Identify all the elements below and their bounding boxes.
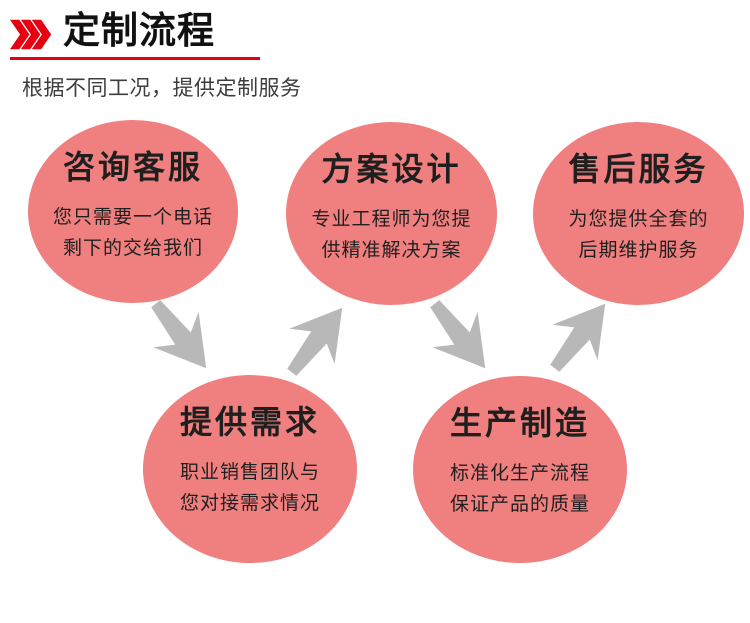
triple-chevron-right-icon [10, 16, 52, 53]
step-description-line2: 保证产品的质量 [449, 494, 590, 515]
step-title: 提供需求 [179, 404, 320, 440]
step-description-line1: 专业工程师为您提 [311, 209, 472, 230]
step-title: 方案设计 [321, 151, 462, 187]
step-description-line1: 标准化生产流程 [449, 463, 590, 484]
step-circle-after-sales-service: 售后服务 为您提供全套的 后期维护服务 [533, 122, 744, 305]
step-title: 生产制造 [449, 405, 590, 441]
step-description-line1: 为您提供全套的 [568, 209, 709, 230]
step-description: 为您提供全套的 后期维护服务 [533, 204, 744, 266]
page-subtitle: 根据不同工况，提供定制服务 [22, 77, 302, 100]
step-title: 售后服务 [568, 151, 709, 187]
step-description-line2: 您对接需求情况 [179, 493, 320, 514]
step-description: 标准化生产流程 保证产品的质量 [413, 458, 627, 520]
arrow-down-right-icon [130, 283, 232, 388]
arrow-up-right-icon [529, 283, 631, 388]
step-description: 职业销售团队与 您对接需求情况 [143, 457, 357, 519]
step-description-line2: 后期维护服务 [578, 240, 699, 261]
step-circle-consult-service: 咨询客服 您只需要一个电话 剩下的交给我们 [28, 120, 238, 303]
step-description-line2: 供精准解决方案 [321, 240, 462, 261]
step-description: 专业工程师为您提 供精准解决方案 [286, 204, 497, 266]
page-title: 定制流程 [63, 10, 215, 51]
step-description-line1: 职业销售团队与 [179, 462, 320, 483]
step-circle-production-manufacturing: 生产制造 标准化生产流程 保证产品的质量 [413, 376, 627, 563]
step-description-line2: 剩下的交给我们 [62, 238, 203, 259]
arrow-down-right-icon [409, 283, 511, 388]
title-underline [10, 57, 260, 60]
step-circle-provide-requirements: 提供需求 职业销售团队与 您对接需求情况 [143, 375, 357, 563]
step-circle-solution-design: 方案设计 专业工程师为您提 供精准解决方案 [286, 122, 497, 305]
step-title: 咨询客服 [62, 149, 203, 185]
step-description-line1: 您只需要一个电话 [52, 207, 213, 228]
arrow-up-right-icon [266, 287, 368, 392]
step-description: 您只需要一个电话 剩下的交给我们 [28, 202, 238, 264]
